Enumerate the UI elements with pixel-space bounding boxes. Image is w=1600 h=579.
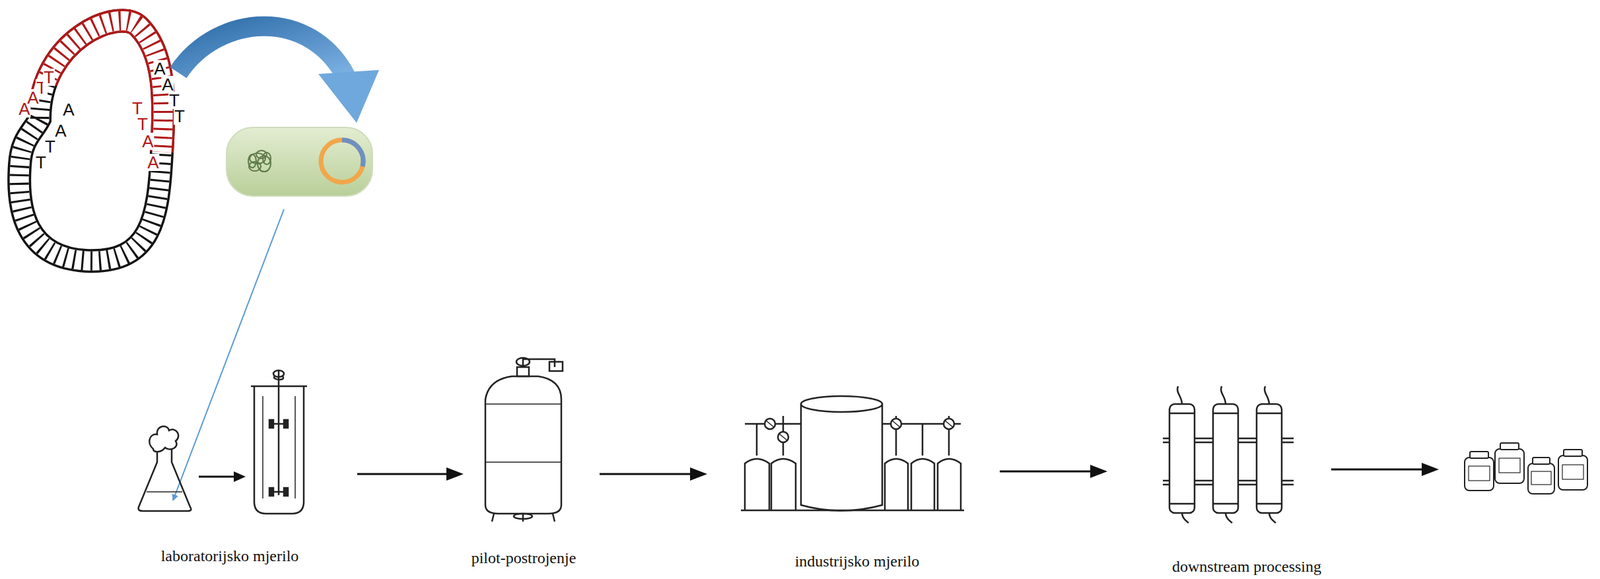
base-letter: T bbox=[42, 68, 55, 86]
dna-plasmid bbox=[19, 20, 164, 261]
base-letter: A bbox=[141, 132, 154, 150]
base-letter: T bbox=[131, 99, 144, 117]
pointer-line bbox=[173, 209, 284, 501]
base-letter: T bbox=[34, 153, 47, 172]
base-letter: T bbox=[168, 91, 181, 109]
base-letter: A bbox=[153, 60, 166, 78]
chromatography-columns-icon bbox=[1162, 386, 1294, 523]
transfer-arrow bbox=[178, 26, 380, 123]
pilot-vessel-icon bbox=[485, 357, 563, 522]
base-letter: T bbox=[136, 115, 149, 133]
industrial-plant-icon bbox=[740, 396, 965, 512]
base-letter: A bbox=[146, 153, 160, 172]
flask-icon bbox=[138, 426, 192, 512]
base-letter: A bbox=[54, 122, 67, 140]
bioreactor-icon bbox=[250, 370, 308, 514]
stage-label: downstream processing bbox=[1172, 558, 1322, 575]
base-letter: A bbox=[62, 101, 75, 119]
base-letter: A bbox=[161, 75, 174, 94]
base-letter: T bbox=[44, 138, 57, 156]
stage-label: laboratorijsko mjerilo bbox=[161, 548, 300, 564]
base-letter: T bbox=[173, 107, 186, 125]
bacterium-cell bbox=[226, 127, 373, 197]
product-bottles-icon bbox=[1464, 443, 1588, 494]
stage-label: industrijsko mjerilo bbox=[795, 553, 920, 570]
stage-label: pilot-postrojenje bbox=[471, 550, 577, 566]
process-arrows bbox=[198, 462, 1439, 483]
